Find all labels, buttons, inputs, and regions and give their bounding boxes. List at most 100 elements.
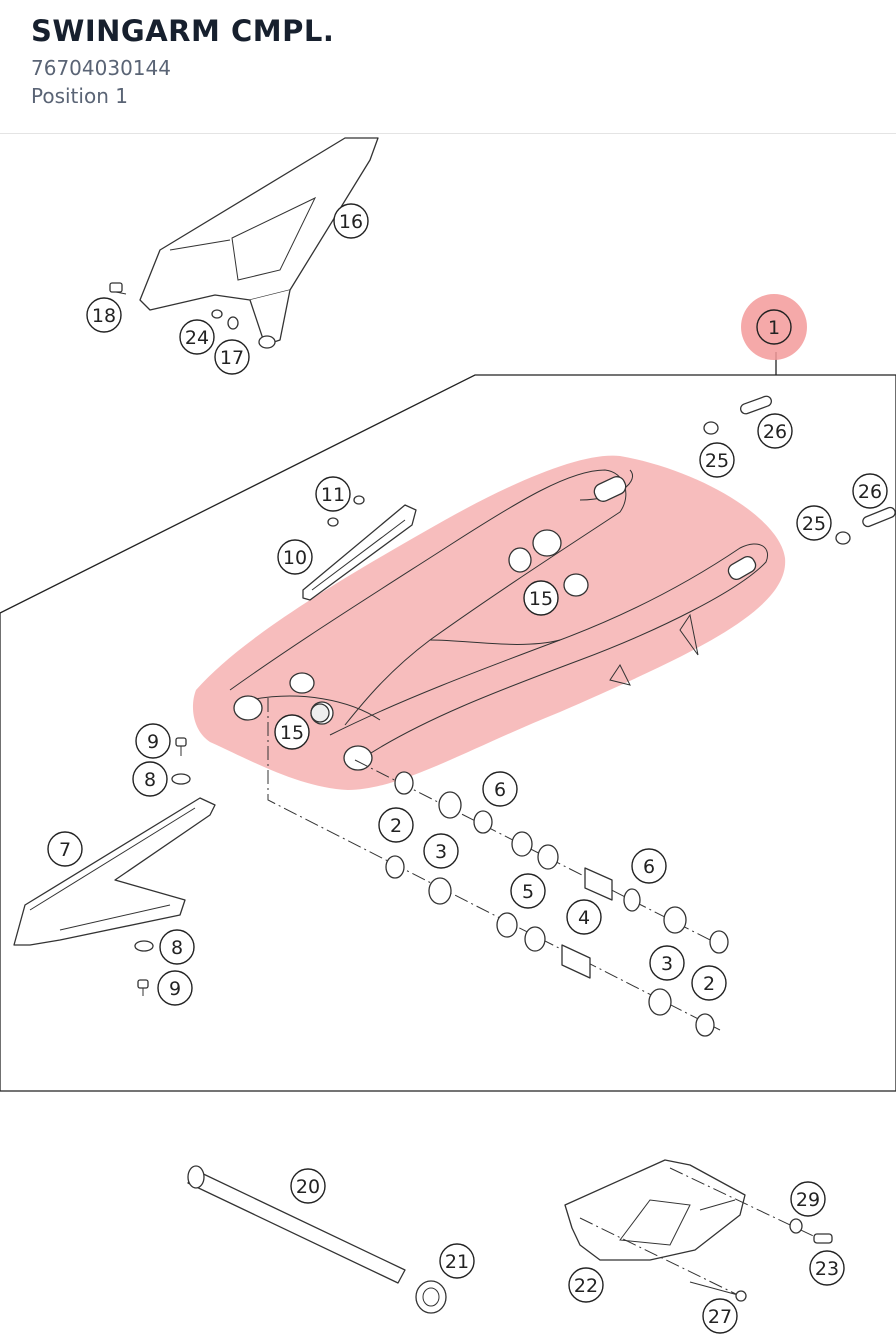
- callout-9[interactable]: 9: [135, 723, 171, 759]
- pin-26-top[interactable]: [739, 395, 772, 415]
- chain-slider-10[interactable]: [302, 504, 417, 601]
- position-label: Position 1: [31, 84, 128, 108]
- callout-circle: [566, 899, 602, 935]
- callout-label: 26: [858, 481, 882, 503]
- bolt-18[interactable]: [109, 282, 127, 295]
- callout-20[interactable]: 20: [290, 1168, 326, 1204]
- callout-circle: [523, 580, 559, 616]
- bearing-stack-lower[interactable]: [385, 855, 715, 1037]
- callout-circle: [439, 1243, 475, 1279]
- swingarm-axle-20[interactable]: [187, 1165, 406, 1284]
- bolt-9-top[interactable]: [175, 737, 187, 756]
- washer-8-top[interactable]: [171, 773, 191, 785]
- callout-23[interactable]: 23: [809, 1250, 845, 1286]
- callout-2[interactable]: 2: [691, 965, 727, 1001]
- callout-circle: [699, 442, 735, 478]
- washer-24[interactable]: [211, 309, 223, 319]
- callout-11[interactable]: 11: [315, 476, 351, 512]
- callout-label: 2: [390, 815, 402, 837]
- callout-24[interactable]: 24: [179, 319, 215, 355]
- callout-4[interactable]: 4: [566, 899, 602, 935]
- callout-6[interactable]: 6: [631, 848, 667, 884]
- callout-label: 11: [321, 484, 345, 506]
- callout-7[interactable]: 7: [47, 831, 83, 867]
- callout-8[interactable]: 8: [132, 761, 168, 797]
- assembly-frame: [0, 374, 896, 1092]
- callout-1[interactable]: 1: [741, 294, 807, 360]
- callout-circle: [157, 970, 193, 1006]
- callout-circle: [378, 807, 414, 843]
- callout-circle: [277, 539, 313, 575]
- callout-label: 5: [522, 881, 534, 903]
- callout-25[interactable]: 25: [796, 505, 832, 541]
- washer-8-bottom[interactable]: [134, 940, 154, 952]
- callout-10[interactable]: 10: [277, 539, 313, 575]
- callout-circle: [852, 473, 888, 509]
- callout-2[interactable]: 2: [378, 807, 414, 843]
- callout-label: 29: [796, 1189, 820, 1211]
- callout-3[interactable]: 3: [423, 833, 459, 869]
- callout-16[interactable]: 16: [333, 203, 369, 239]
- callout-circle: [702, 1298, 738, 1334]
- callout-15[interactable]: 15: [523, 580, 559, 616]
- callout-layer: 1161824172625262511101515987896235463220…: [47, 203, 888, 1334]
- bolt-23[interactable]: [813, 1233, 833, 1244]
- bearing-stack-upper[interactable]: [394, 771, 729, 954]
- callout-label: 15: [280, 722, 304, 744]
- washer-17[interactable]: [227, 316, 239, 330]
- screw-11[interactable]: [327, 495, 365, 527]
- washer-29[interactable]: [789, 1218, 803, 1234]
- callout-label: 22: [574, 1275, 598, 1297]
- callout-17[interactable]: 17: [214, 339, 250, 375]
- callout-label: 16: [339, 211, 363, 233]
- pin-26-right[interactable]: [861, 506, 896, 528]
- callout-15[interactable]: 15: [274, 714, 310, 750]
- callout-18[interactable]: 18: [86, 297, 122, 333]
- callout-21[interactable]: 21: [439, 1243, 475, 1279]
- callout-26[interactable]: 26: [852, 473, 888, 509]
- nut-25-top[interactable]: [703, 421, 719, 435]
- bolt-27[interactable]: [689, 1281, 747, 1302]
- callout-circle: [290, 1168, 326, 1204]
- bolt-9-bottom[interactable]: [137, 979, 149, 996]
- callout-9[interactable]: 9: [157, 970, 193, 1006]
- callout-26[interactable]: 26: [757, 413, 793, 449]
- callout-label: 7: [59, 839, 71, 861]
- chain-guide-part[interactable]: [139, 137, 379, 349]
- axle-nut-21[interactable]: [415, 1280, 447, 1314]
- callout-label: 3: [661, 953, 673, 975]
- callout-label: 18: [92, 305, 116, 327]
- callout-22[interactable]: 22: [568, 1267, 604, 1303]
- axis-line-upper: [354, 759, 721, 946]
- plug-15-lower[interactable]: [310, 703, 330, 723]
- callout-label: 2: [703, 973, 715, 995]
- callout-6[interactable]: 6: [482, 771, 518, 807]
- page-header: SWINGARM CMPL. 76704030144 Position 1: [0, 0, 896, 134]
- callout-5[interactable]: 5: [510, 873, 546, 909]
- callout-3[interactable]: 3: [649, 945, 685, 981]
- nut-25-right[interactable]: [835, 531, 851, 545]
- callout-25[interactable]: 25: [699, 442, 735, 478]
- callout-label: 3: [435, 841, 447, 863]
- axis-line-chain-guide: [579, 1217, 743, 1298]
- callout-label: 1: [768, 317, 780, 339]
- callout-circle: [757, 413, 793, 449]
- swingarm-highlight[interactable]: [192, 455, 786, 790]
- callout-label: 9: [147, 731, 159, 753]
- callout-label: 25: [802, 513, 826, 535]
- callout-29[interactable]: 29: [790, 1181, 826, 1217]
- callout-8[interactable]: 8: [159, 929, 195, 965]
- callout-label: 27: [708, 1306, 732, 1328]
- callout-circle: [649, 945, 685, 981]
- chain-guide-22[interactable]: [564, 1159, 746, 1261]
- chain-slider-7[interactable]: [13, 797, 216, 946]
- callout-circle: [691, 965, 727, 1001]
- callout-27[interactable]: 27: [702, 1298, 738, 1334]
- callout-highlight-ring: [741, 294, 807, 360]
- callout-circle: [809, 1250, 845, 1286]
- swingarm-part[interactable]: [229, 469, 768, 771]
- part-number: 76704030144: [31, 56, 171, 80]
- callout-label: 8: [144, 769, 156, 791]
- callout-circle: [756, 309, 792, 345]
